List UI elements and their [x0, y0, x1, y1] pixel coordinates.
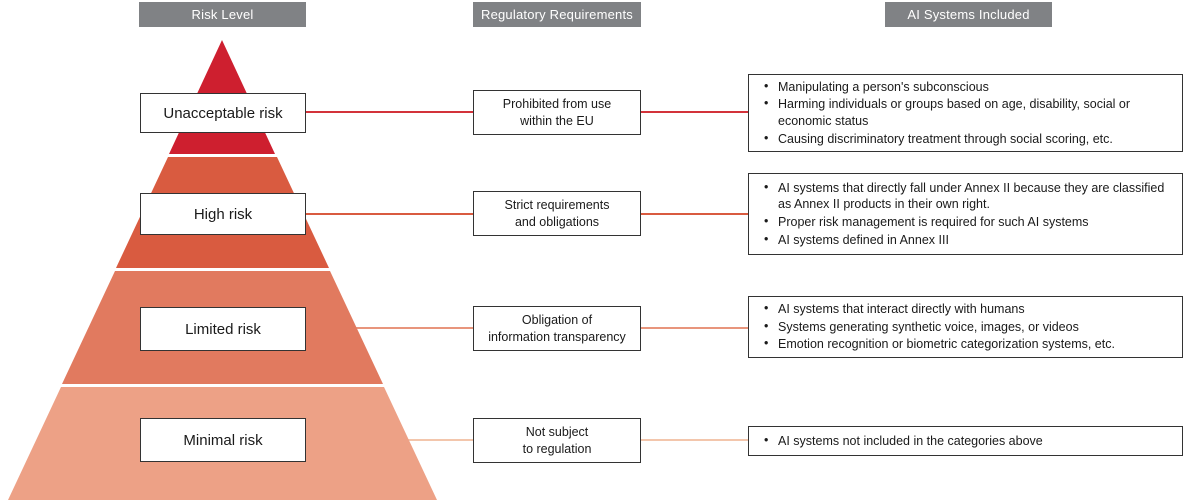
- regulation-box-limited: Obligation of information transparency: [473, 306, 641, 351]
- header-risk-level: Risk Level: [139, 2, 306, 27]
- list-item: AI systems that directly fall under Anne…: [757, 179, 1172, 214]
- risk-label-high: High risk: [140, 193, 306, 235]
- systems-list: AI systems that interact directly with h…: [757, 300, 1172, 353]
- systems-box-unacceptable: Manipulating a person's subconscious Har…: [748, 74, 1183, 152]
- risk-label-minimal: Minimal risk: [140, 418, 306, 462]
- systems-box-high: AI systems that directly fall under Anne…: [748, 173, 1183, 255]
- systems-list: AI systems not included in the categorie…: [757, 432, 1172, 450]
- list-item: Causing discriminatory treatment through…: [757, 130, 1172, 148]
- systems-box-minimal: AI systems not included in the categorie…: [748, 426, 1183, 456]
- regulation-box-minimal: Not subject to regulation: [473, 418, 641, 463]
- list-item: AI systems defined in Annex III: [757, 231, 1172, 249]
- systems-list: Manipulating a person's subconscious Har…: [757, 78, 1172, 148]
- list-item: Proper risk management is required for s…: [757, 213, 1172, 231]
- list-item: Manipulating a person's subconscious: [757, 78, 1172, 96]
- list-item: Systems generating synthetic voice, imag…: [757, 318, 1172, 336]
- risk-label-limited: Limited risk: [140, 307, 306, 351]
- systems-list: AI systems that directly fall under Anne…: [757, 179, 1172, 249]
- regulation-box-unacceptable: Prohibited from use within the EU: [473, 90, 641, 135]
- list-item: Emotion recognition or biometric categor…: [757, 335, 1172, 353]
- risk-label-unacceptable: Unacceptable risk: [140, 93, 306, 133]
- list-item: AI systems that interact directly with h…: [757, 300, 1172, 318]
- systems-box-limited: AI systems that interact directly with h…: [748, 296, 1183, 358]
- list-item: AI systems not included in the categorie…: [757, 432, 1172, 450]
- header-regulatory-requirements: Regulatory Requirements: [473, 2, 641, 27]
- regulation-box-high: Strict requirements and obligations: [473, 191, 641, 236]
- header-ai-systems-included: AI Systems Included: [885, 2, 1052, 27]
- list-item: Harming individuals or groups based on a…: [757, 95, 1172, 130]
